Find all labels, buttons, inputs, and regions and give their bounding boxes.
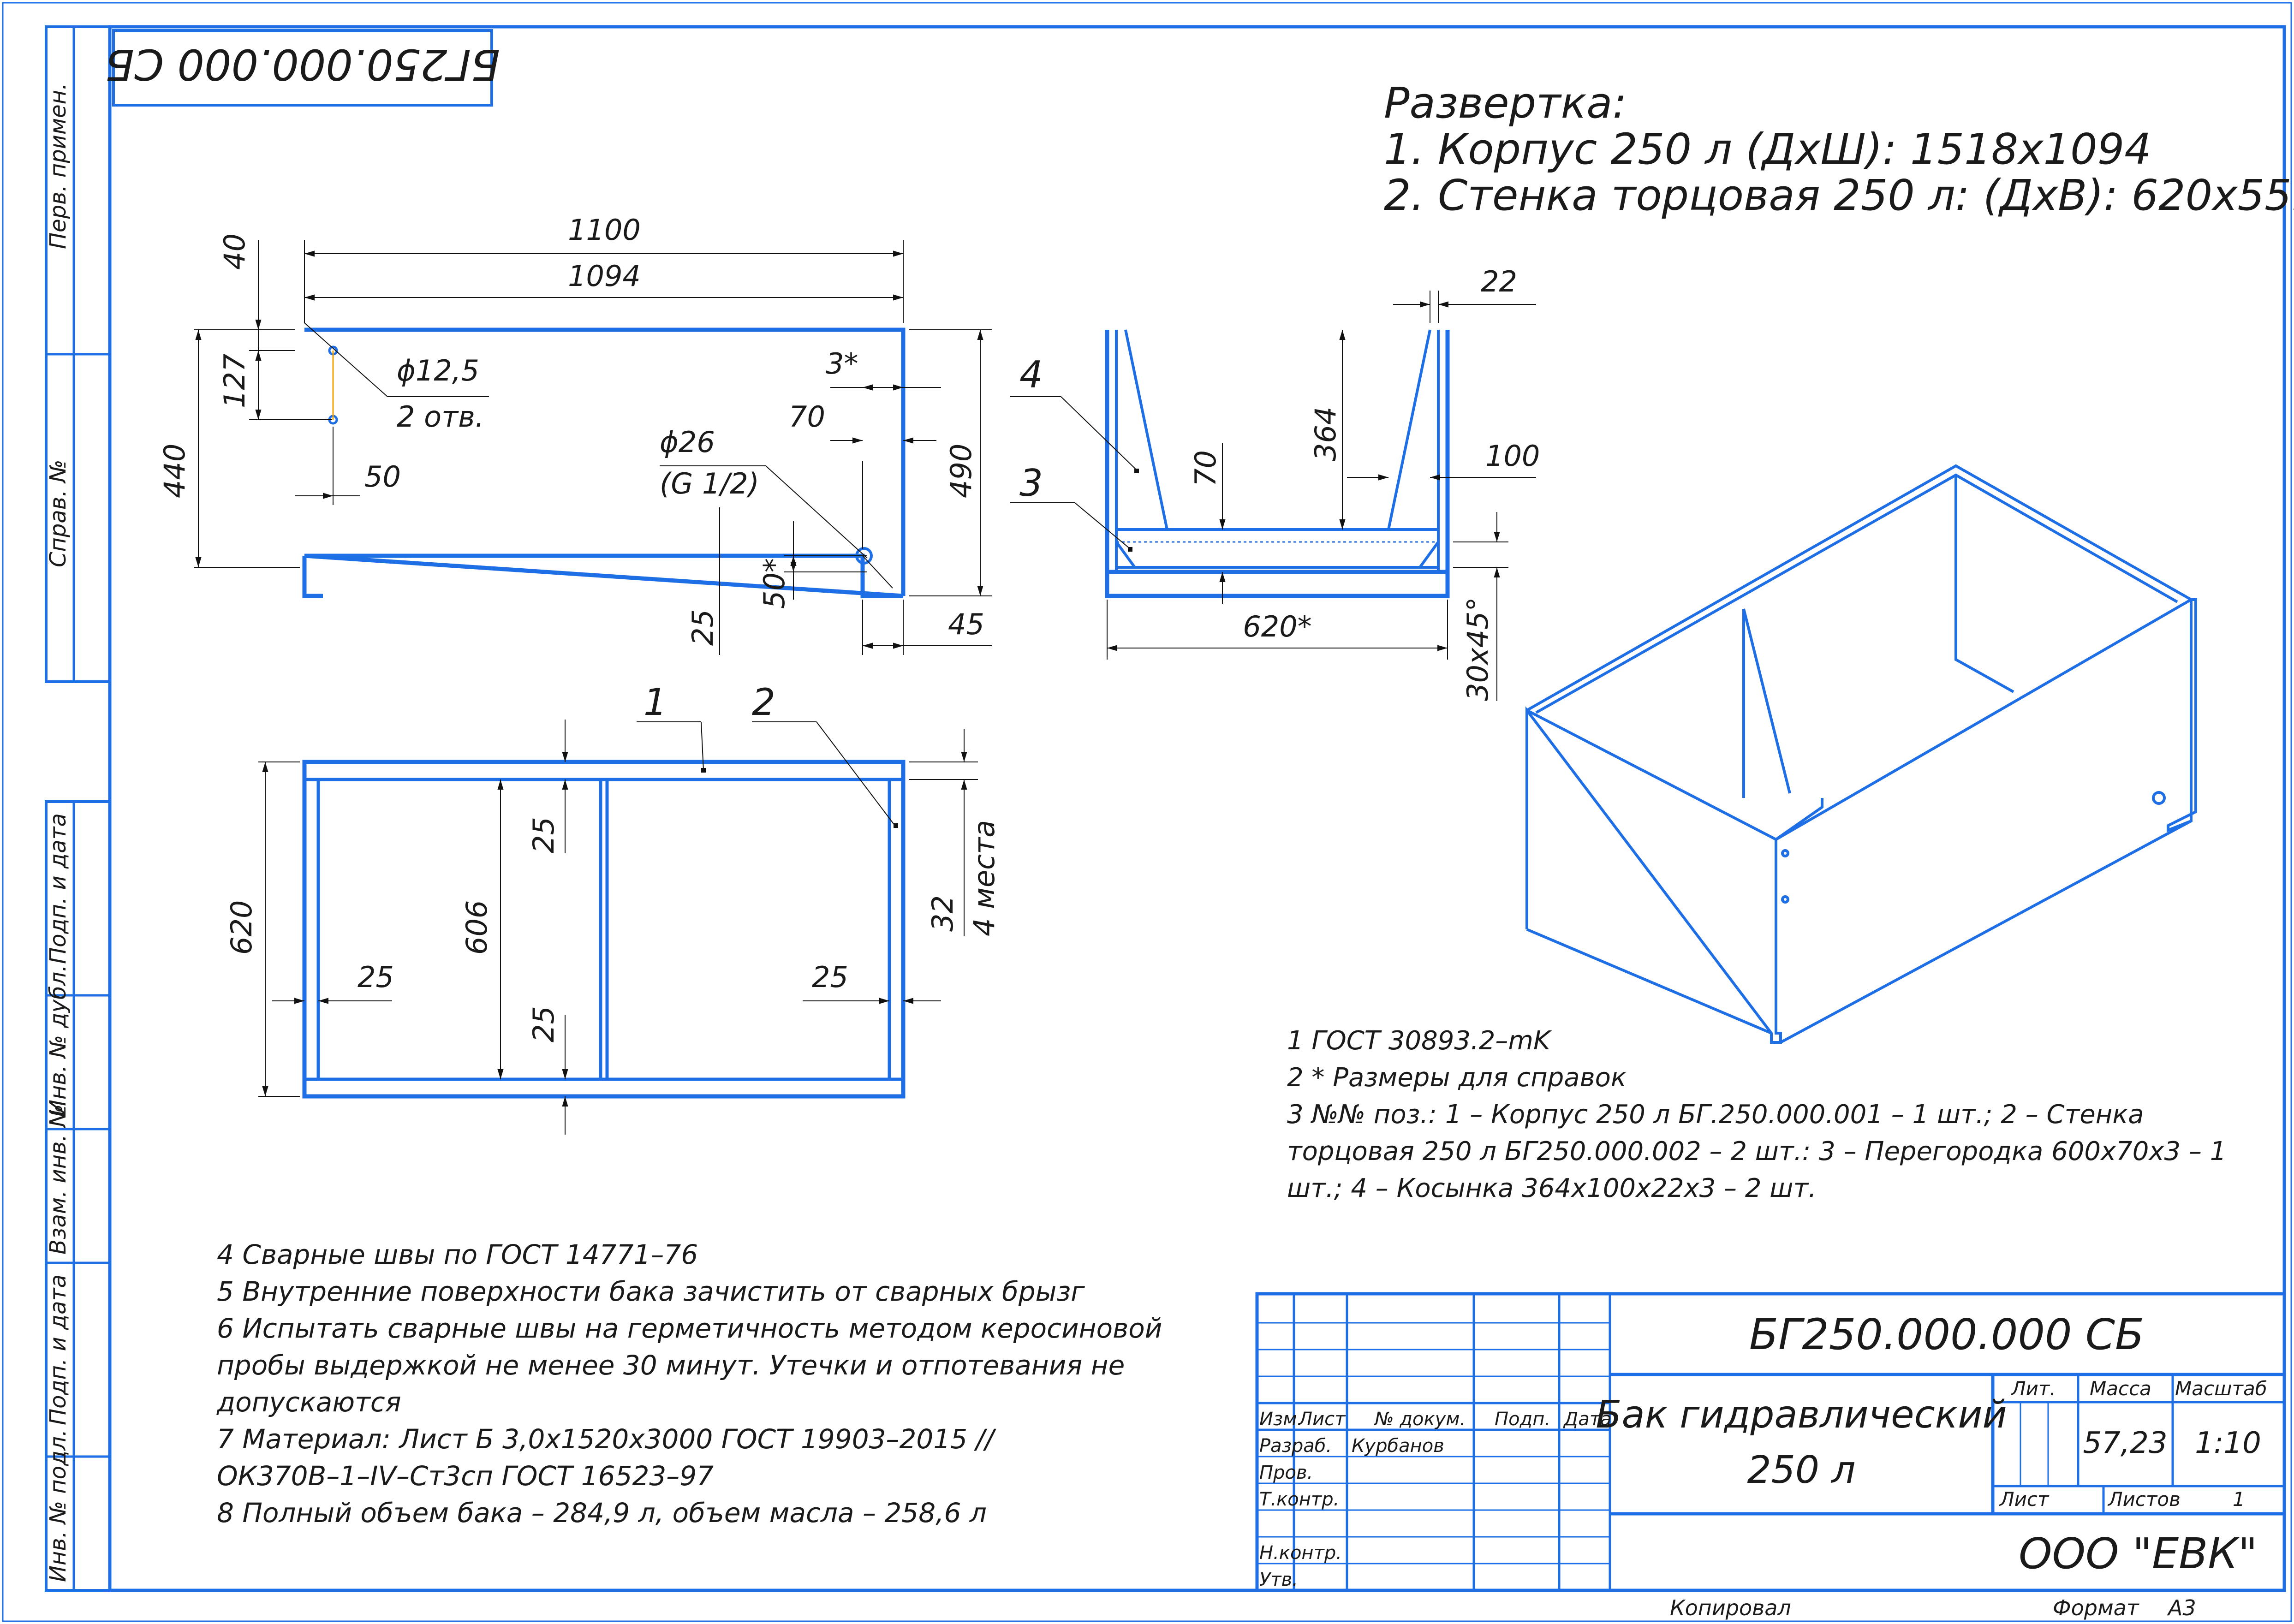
dim-70: 70 <box>789 400 825 434</box>
side-view: 22 364 70 100 620* 30х45° 4 3 <box>1010 265 1540 701</box>
side-label-sprav: Справ. № <box>45 459 71 567</box>
front-view: 1100 1094 40 127 440 490 50 3* 70 25 50*… <box>158 213 992 655</box>
note-l4: пробы выдержкой не менее 30 минут. Утечк… <box>217 1350 1125 1381</box>
callout-1: 1 <box>644 681 667 724</box>
note-l1: 4 Сварные швы по ГОСТ 14771–76 <box>217 1239 698 1270</box>
title-name-1: Бак гидравлический <box>1596 1393 2007 1437</box>
dim-3: 3* <box>826 347 858 381</box>
company: ООО "ЕВК" <box>2019 1529 2258 1578</box>
note-r3: 3 №№ поз.: 1 – Корпус 250 л БГ.250.000.0… <box>1287 1100 2144 1130</box>
note-l3: 6 Испытать сварные швы на герметичность … <box>217 1313 1162 1344</box>
dim-620-top: 620 <box>225 900 258 955</box>
isometric-view <box>1525 464 2197 1044</box>
label-scale: Масштаб <box>2175 1377 2267 1400</box>
dim-70-side: 70 <box>1189 450 1222 487</box>
side-label-podp1: Подп. и дата <box>45 813 71 964</box>
note-l8: 8 Полный объем бака – 284,9 л, объем мас… <box>217 1497 987 1529</box>
hole2-thread: (G 1/2) <box>660 467 759 500</box>
row-nkontr: Н.контр. <box>1259 1542 1342 1564</box>
hdr-izm: Изм. <box>1259 1409 1303 1430</box>
footer-format: А3 <box>2167 1595 2196 1620</box>
side-label-podp2: Подп. и дата <box>45 1274 71 1425</box>
label-sheets: Листов <box>2107 1488 2181 1511</box>
callout-2: 2 <box>752 681 775 724</box>
row-utv: Утв. <box>1259 1569 1298 1590</box>
hole2-dia: ϕ26 <box>660 425 715 459</box>
value-scale: 1:10 <box>2195 1426 2261 1460</box>
label-sheet: Лист <box>1999 1488 2050 1511</box>
dim-440: 440 <box>158 444 191 498</box>
mirrored-stamp: БГ250.000.000 СБ <box>105 29 500 107</box>
dim-364: 364 <box>1309 407 1342 461</box>
hdr-data: Дата <box>1563 1409 1612 1430</box>
notes-right: 1 ГОСТ 30893.2–mK 2 * Размеры для справо… <box>1287 1026 2226 1203</box>
side-label-perv: Перв. примен. <box>45 83 71 249</box>
hole1-dia: ϕ12,5 <box>397 354 479 387</box>
callout-4: 4 <box>1019 353 1043 396</box>
dim-32: 32 <box>926 895 959 932</box>
note-l7: ОК370В–1–IV–Ст3сп ГОСТ 16523–97 <box>217 1460 714 1492</box>
note-r2: 2 * Размеры для справок <box>1287 1063 1627 1093</box>
note-l5: допускаются <box>216 1386 401 1418</box>
dim-620-side: 620* <box>1243 610 1311 643</box>
footer: Копировал Формат А3 <box>1670 1595 2196 1620</box>
note-r5: шт.; 4 – Косынка 364х100х22х3 – 2 шт. <box>1287 1173 1817 1203</box>
note-l2: 5 Внутренние поверхности бака зачистить … <box>217 1276 1085 1307</box>
hdr-doc: № докум. <box>1374 1409 1466 1430</box>
dim-chamfer: 30х45° <box>1461 597 1495 701</box>
unfold-line1: 1. Корпус 250 л (ДхШ): 1518х1094 <box>1384 125 2151 174</box>
dim-25: 25 <box>686 609 720 646</box>
label-massa: Масса <box>2090 1377 2151 1400</box>
unfold-title: Развертка: <box>1384 78 1627 128</box>
label-lit: Лит. <box>2010 1377 2056 1400</box>
footer-copied: Копировал <box>1670 1595 1791 1620</box>
title-code: БГ250.000.000 СБ <box>1749 1310 2144 1359</box>
title-name-2: 250 л <box>1747 1448 1856 1492</box>
side-stamp: Перв. примен. Справ. № Подп. и дата Инв.… <box>45 25 111 1592</box>
notes-left: 4 Сварные швы по ГОСТ 14771–76 5 Внутрен… <box>216 1239 1162 1529</box>
value-sheets: 1 <box>2233 1488 2245 1511</box>
note-l6: 7 Материал: Лист Б 3,0х1520х3000 ГОСТ 19… <box>217 1423 996 1455</box>
dim-490: 490 <box>944 444 978 498</box>
side-label-dubl: Инв. № дубл. <box>45 965 71 1116</box>
dim-1094: 1094 <box>568 259 641 293</box>
unfold-block: Развертка: 1. Корпус 250 л (ДхШ): 1518х1… <box>1384 78 2294 220</box>
dim-25-top-b: 25 <box>527 1006 560 1042</box>
callout-3: 3 <box>1019 462 1043 505</box>
mirrored-code: БГ250.000.000 СБ <box>105 40 500 89</box>
title-block: БГ250.000.000 СБ Бак гидравлический 250 … <box>1255 1292 2286 1592</box>
dim-50s: 50* <box>757 558 791 609</box>
dim-127: 127 <box>218 354 251 408</box>
dim-22: 22 <box>1481 265 1517 298</box>
row-tkontr: Т.контр. <box>1259 1489 1339 1510</box>
unfold-line2: 2. Стенка торцовая 250 л: (ДхВ): 620х551 <box>1384 171 2294 220</box>
dim-606: 606 <box>460 900 494 955</box>
dim-4-places: 4 места <box>967 820 1001 936</box>
dim-50: 50 <box>364 460 401 494</box>
dim-1100: 1100 <box>568 213 641 247</box>
side-label-vzam: Взам. инв. № <box>45 1104 71 1255</box>
hole1-count: 2 отв. <box>397 400 484 434</box>
dim-25-top-d: 25 <box>812 960 848 994</box>
row-developer: Курбанов <box>1352 1435 1444 1457</box>
footer-format-label: Формат <box>2053 1595 2139 1620</box>
side-label-podl: Инв. № подл. <box>45 1429 71 1582</box>
dim-25-top-a: 25 <box>527 817 560 853</box>
note-r4: торцовая 250 л БГ250.000.002 – 2 шт.: 3 … <box>1287 1136 2226 1166</box>
dim-45: 45 <box>948 607 984 641</box>
row-razrab: Разраб. <box>1259 1435 1332 1457</box>
note-r1: 1 ГОСТ 30893.2–mK <box>1287 1026 1552 1056</box>
dim-100: 100 <box>1485 439 1540 473</box>
row-prov: Пров. <box>1259 1462 1313 1483</box>
dim-40: 40 <box>218 233 251 270</box>
hdr-list: Лист <box>1298 1409 1346 1430</box>
value-massa: 57,23 <box>2083 1426 2167 1460</box>
top-view: 620 606 25 25 25 25 32 4 места 1 2 <box>225 681 1001 1135</box>
dim-25-top-c: 25 <box>358 960 394 994</box>
hdr-podp: Подп. <box>1495 1409 1550 1430</box>
